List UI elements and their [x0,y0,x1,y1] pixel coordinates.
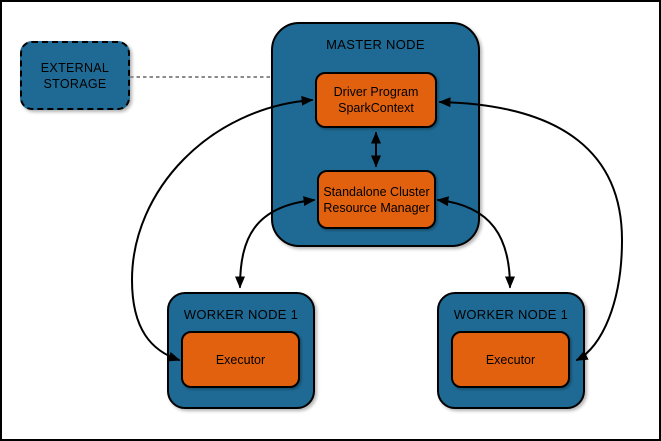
external-storage-label-line1: EXTERNAL [40,60,110,75]
resource-manager-label-line2: Resource Manager [323,200,430,215]
worker-right-executor-box: Executor [451,331,570,388]
external-storage-label-line2: STORAGE [43,76,107,91]
worker-left-executor-box: Executor [181,331,300,388]
driver-program-box: Driver Program SparkContext [315,72,437,128]
external-storage-node: EXTERNAL STORAGE [20,41,130,110]
worker-left-executor-label: Executor [215,352,266,367]
worker-node-right: WORKER NODE 1 Executor [437,292,585,409]
driver-program-label-line2: SparkContext [338,101,414,115]
worker-node-left: WORKER NODE 1 Executor [167,292,315,409]
master-node-title: MASTER NODE [326,37,425,52]
driver-program-label-line1: Driver Program [333,85,419,99]
worker-right-executor-label: Executor [485,352,536,367]
master-node: MASTER NODE Driver Program SparkContext … [271,22,480,247]
resource-manager-label-line1: Standalone Cluster [323,184,430,199]
worker-node-right-title: WORKER NODE 1 [453,307,569,322]
resource-manager-box: Standalone Cluster Resource Manager [317,170,436,229]
worker-node-left-title: WORKER NODE 1 [183,307,299,322]
